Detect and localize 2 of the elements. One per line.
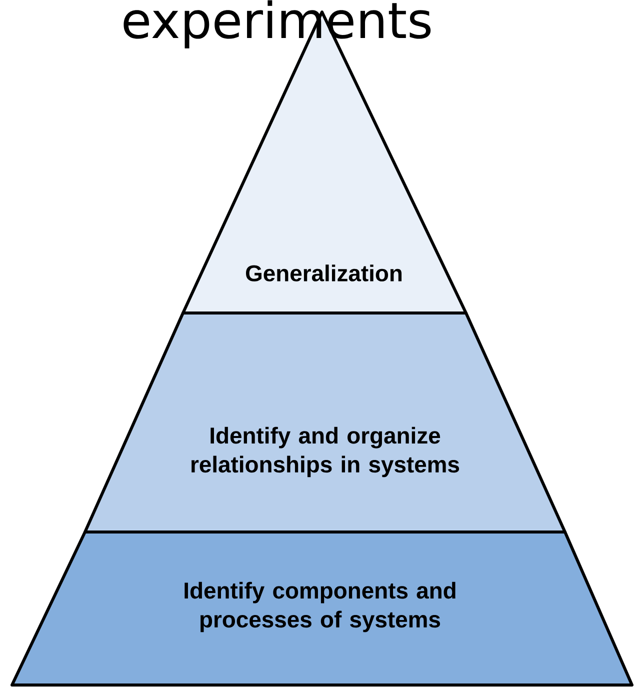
pyramid-tier: Identify and organize relationships in systems: [84, 312, 566, 534]
pyramid-tier: Identify components and processes of systems: [10, 530, 634, 686]
